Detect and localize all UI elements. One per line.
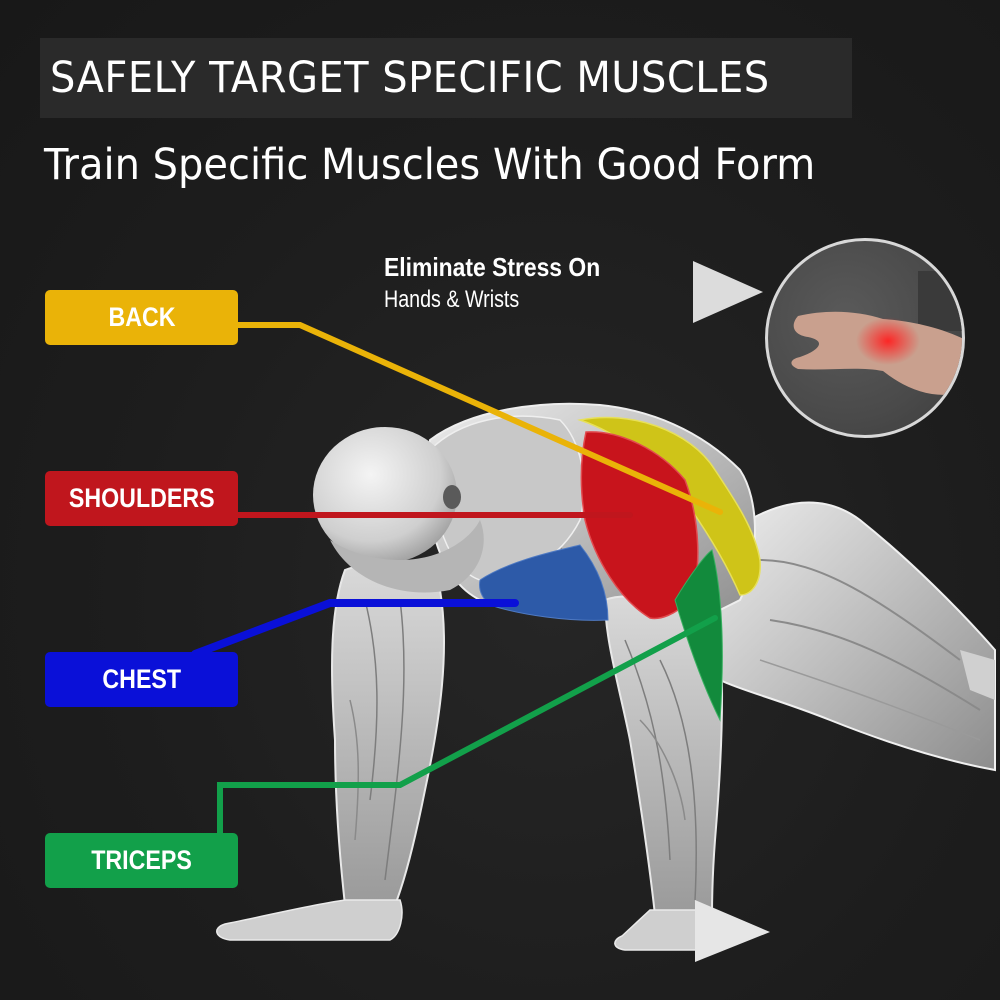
label-chest[interactable]: CHEST <box>45 652 238 707</box>
left-arm-shape <box>216 563 446 941</box>
page-title: SAFELY TARGET SPECIFIC MUSCLES <box>50 53 770 103</box>
callout-subheading: Hands & Wrists <box>384 286 520 313</box>
label-back-text: BACK <box>107 302 176 332</box>
legs-shape <box>719 501 996 772</box>
label-triceps[interactable]: TRICEPS <box>45 833 238 888</box>
triceps-muscle-highlight <box>674 549 723 722</box>
play-arrow-icon <box>693 261 763 323</box>
callout-heading: Eliminate Stress On <box>384 252 601 282</box>
label-back[interactable]: BACK <box>45 290 238 345</box>
title-banner: SAFELY TARGET SPECIFIC MUSCLES <box>40 38 852 118</box>
play-arrow-icon-small <box>695 900 770 962</box>
label-chest-text: CHEST <box>102 664 181 694</box>
right-arm-shape <box>603 595 724 951</box>
triceps-connector-line <box>217 615 718 838</box>
back-connector-line <box>234 322 723 515</box>
page-subtitle: Train Specific Muscles With Good Form <box>44 140 816 190</box>
label-shoulders-text: SHOULDERS <box>68 483 215 513</box>
label-shoulders[interactable]: SHOULDERS <box>45 471 238 526</box>
chest-connector-line <box>191 599 519 658</box>
label-triceps-text: TRICEPS <box>91 845 192 875</box>
head-shape <box>313 427 484 593</box>
wrist-pain-icon <box>791 271 962 395</box>
wrist-inset-photo <box>765 238 965 438</box>
